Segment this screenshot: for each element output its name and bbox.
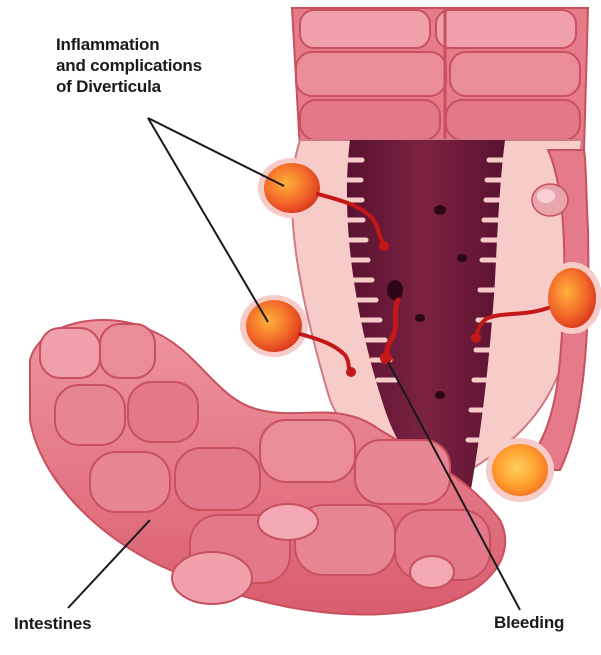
label-diverticula: Inflammation and complications of Divert… bbox=[56, 34, 202, 97]
label-diverticula-line-1: Inflammation bbox=[56, 34, 202, 55]
label-diverticula-line-2: and complications bbox=[56, 55, 202, 76]
label-bleeding: Bleeding bbox=[494, 612, 564, 633]
label-diverticula-line-3: of Diverticula bbox=[56, 76, 202, 97]
colon-upper-segment bbox=[292, 8, 588, 150]
diverticulum-small-upper-right bbox=[532, 184, 568, 216]
label-intestines: Intestines bbox=[14, 613, 91, 634]
diverticulum-lower-right bbox=[486, 438, 554, 502]
